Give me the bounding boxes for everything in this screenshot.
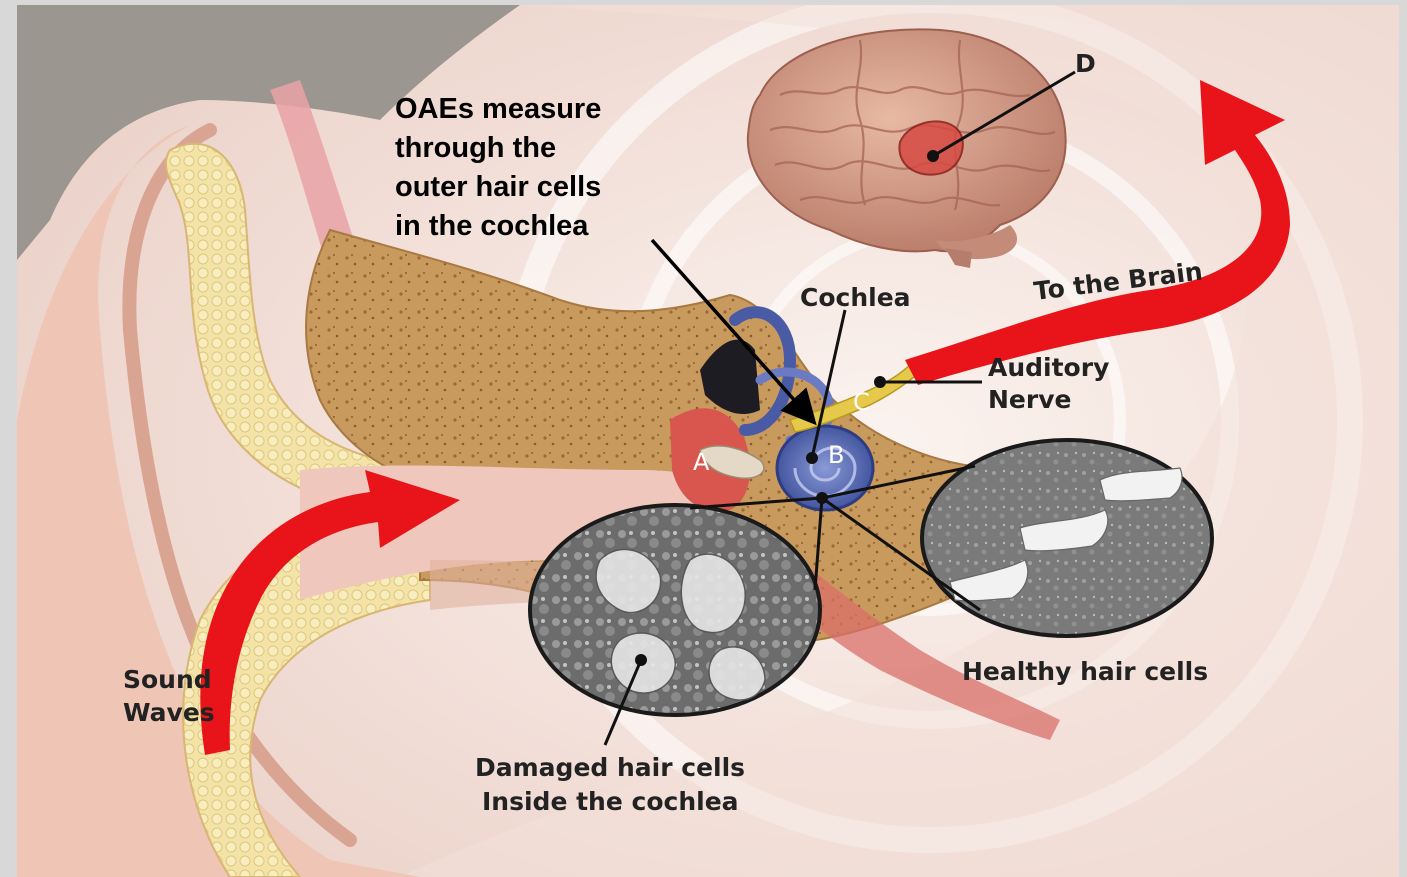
healthy-hair-cells-label: Healthy hair cells	[962, 657, 1208, 686]
sound-waves-label-line-1: Sound	[123, 665, 212, 694]
ear-anatomy-figure: OAEs measure through the outer hair cell…	[17, 5, 1399, 877]
auditory-nerve-label-line-2: Nerve	[988, 385, 1071, 414]
marker-a: A	[693, 448, 710, 476]
damaged-hair-cells-label-line-2: Inside the cochlea	[482, 787, 739, 816]
cochlea-label: Cochlea	[800, 283, 911, 312]
brain-highlight-region	[899, 121, 962, 174]
oae-line-4: in the cochlea	[395, 210, 589, 242]
damaged-hair-cells-micrograph	[530, 505, 820, 715]
sound-waves-label-line-2: Waves	[123, 698, 215, 727]
ear-anatomy-illustration: OAEs measure through the outer hair cell…	[17, 5, 1399, 877]
oae-line-1: OAEs measure	[395, 93, 601, 125]
damaged-hair-cells-label-line-1: Damaged hair cells	[475, 753, 745, 782]
auditory-nerve-label-line-1: Auditory	[988, 353, 1109, 382]
marker-c: C	[853, 388, 870, 416]
marker-d: D	[1075, 49, 1096, 78]
oae-line-2: through the	[395, 132, 556, 164]
oae-line-3: outer hair cells	[395, 171, 601, 203]
marker-b: B	[828, 441, 844, 469]
